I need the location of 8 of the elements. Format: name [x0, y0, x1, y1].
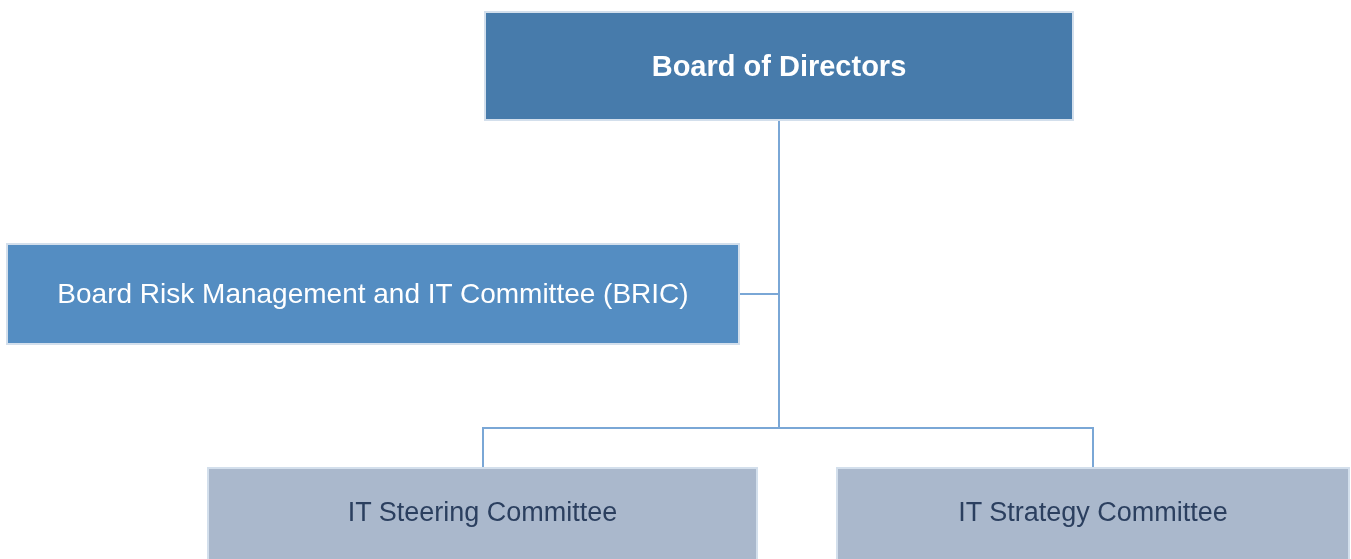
box-label: IT Steering Committee [347, 497, 618, 528]
box-label: Board of Directors [651, 49, 907, 83]
box-label: IT Strategy Committee [958, 497, 1228, 528]
org-box [207, 467, 758, 559]
org-box [6, 243, 740, 345]
box-label: Board Risk Management and IT Committee (BRIC) [57, 278, 689, 310]
org-box [836, 467, 1350, 559]
org-box [484, 11, 1074, 121]
